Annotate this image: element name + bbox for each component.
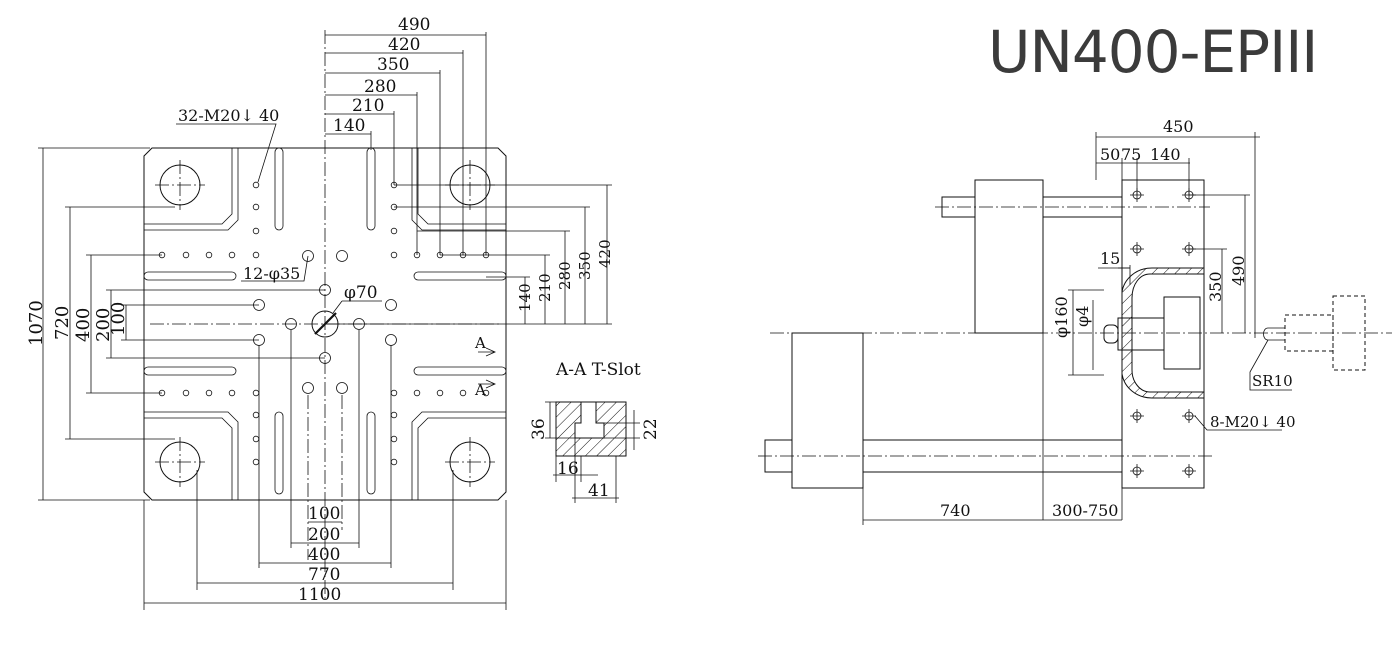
tapped-holes: [158, 181, 490, 466]
dim-350: 350: [377, 55, 409, 75]
tslot-dim-16: 16: [557, 459, 579, 479]
side-view: 450 50 75 140 350 490 15 φ160 φ4 740 300…: [758, 117, 1392, 525]
dim-r280: 280: [556, 261, 574, 290]
dim-b400: 400: [308, 545, 340, 565]
dim-490: 490: [398, 15, 430, 35]
dim-r210: 210: [536, 273, 554, 302]
side-dim-740: 740: [940, 501, 971, 520]
tslot-dim-22: 22: [641, 418, 661, 440]
dim-400: 400: [73, 308, 94, 342]
side-dim-75: 75: [1121, 145, 1141, 164]
dim-100: 100: [108, 302, 129, 336]
callout-12-holes: 12-φ35: [243, 264, 300, 283]
tslot-dim-41: 41: [588, 481, 610, 501]
leader-tapped: [176, 123, 277, 183]
side-dim-15: 15: [1100, 249, 1120, 268]
side-callout-sr10: SR10: [1252, 372, 1293, 390]
leader-holes: [241, 255, 309, 282]
lower-block: [791, 332, 864, 489]
corner-pockets: [144, 148, 506, 500]
side-dim-140: 140: [1150, 145, 1181, 164]
dim-200: 200: [93, 308, 114, 342]
side-dim-350: 350: [1206, 271, 1225, 302]
dim-b100: 100: [308, 504, 340, 524]
dim-r140: 140: [516, 283, 534, 312]
dim-420: 420: [388, 35, 420, 55]
tslot-title: A-A T-Slot: [555, 360, 641, 380]
dim-280: 280: [364, 77, 396, 97]
front-bottom-dimension-lines: [143, 330, 507, 610]
dim-r350: 350: [576, 251, 594, 280]
dim-210: 210: [352, 96, 384, 116]
callout-center-hole: φ70: [344, 283, 378, 303]
callout-tapped-holes: 32-M20↓ 40: [178, 106, 279, 125]
upper-tie-bar: [1043, 196, 1122, 218]
upper-block: [974, 179, 1044, 334]
moving-platen-side: [1121, 179, 1205, 489]
dim-r420: 420: [596, 239, 614, 268]
machine-model-title: UN400-EPIII: [988, 18, 1318, 86]
dim-b770: 770: [308, 565, 340, 585]
dim-720: 720: [52, 306, 73, 340]
t-slots: [143, 147, 507, 495]
front-right-dimension-lines: [325, 184, 612, 325]
front-top-dimension-lines: [325, 32, 487, 255]
leader-center: [332, 300, 382, 314]
front-left-dimension-lines: [38, 147, 325, 501]
dim-140: 140: [333, 116, 365, 136]
section-label-a-bottom: A: [474, 381, 486, 399]
platen-outline: [143, 147, 507, 501]
platen-front-view: 490 420 350 280 210 140 140 210 280 350 …: [26, 15, 614, 610]
injection-nozzle-assembly: [1263, 295, 1366, 371]
side-dim-300-750: 300-750: [1052, 501, 1118, 520]
side-dim-490: 490: [1229, 255, 1248, 286]
side-dim-d160: φ160: [1052, 296, 1071, 338]
tslot-section: A-A T-Slot 36 22 16 41: [529, 360, 661, 503]
side-dim-50: 50: [1100, 145, 1120, 164]
side-dimension-lines: [862, 132, 1292, 525]
tslot-dim-36: 36: [529, 418, 549, 440]
section-label-a-top: A: [474, 334, 486, 352]
side-callout-bolts: 8-M20↓ 40: [1210, 413, 1295, 431]
side-dim-d4: φ4: [1073, 306, 1092, 327]
section-arrow-bottom: [478, 379, 496, 389]
platen-nozzle-seat: [1103, 265, 1205, 399]
dim-b200: 200: [308, 525, 340, 545]
tslot-dimension-lines: [545, 401, 640, 503]
side-dim-450: 450: [1163, 117, 1194, 136]
tslot-profile: [555, 401, 627, 457]
dim-1070: 1070: [26, 300, 47, 346]
dim-b1100: 1100: [298, 585, 341, 605]
section-arrow-top: [478, 347, 496, 357]
lower-tie-bar: [863, 439, 1122, 473]
